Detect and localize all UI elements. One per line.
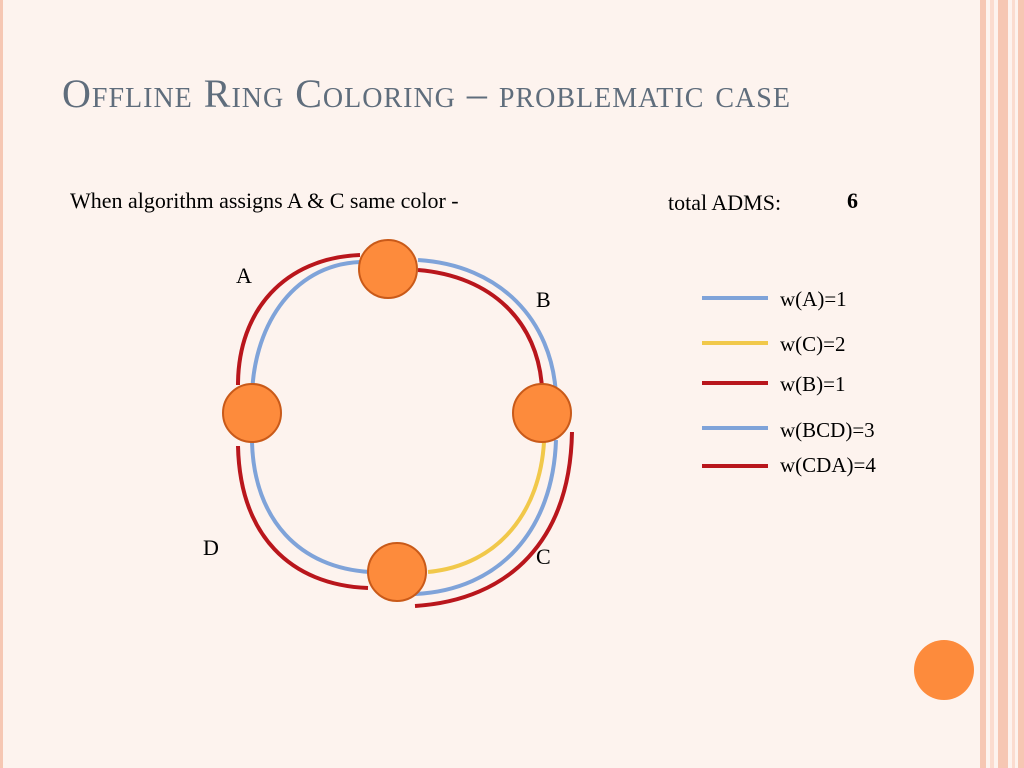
case-description: When algorithm assigns A & C same color … — [70, 188, 459, 213]
ring-node-left — [222, 383, 282, 443]
slide-title: Offline Ring Coloring – problematic case — [62, 71, 791, 116]
label-b: B — [536, 287, 551, 312]
path-bcd-blue-top — [417, 258, 558, 396]
label-c: C — [536, 544, 551, 569]
path-c-yellow — [427, 441, 546, 574]
legend-label-w-a: w(A)=1 — [780, 287, 847, 311]
path-cda-red-top — [236, 253, 361, 386]
legend: w(A)=1 w(C)=2 w(B)=1 w(BCD)=3 w(CDA)=4 — [702, 287, 876, 477]
total-adms-label: total ADMS: — [668, 190, 782, 215]
ring-node-top — [358, 239, 418, 299]
legend-label-w-b: w(B)=1 — [780, 372, 846, 396]
legend-label-w-c: w(C)=2 — [780, 332, 846, 356]
path-cda-red-right — [414, 431, 574, 608]
label-a: A — [236, 263, 252, 288]
left-border — [0, 0, 3, 768]
right-decorative-stripes — [980, 0, 1024, 768]
accent-circle — [914, 640, 974, 700]
path-bcd-blue-bottom — [250, 441, 371, 574]
legend-label-w-cda: w(CDA)=4 — [780, 453, 876, 477]
legend-label-w-bcd: w(BCD)=3 — [780, 418, 875, 442]
label-d: D — [203, 535, 219, 560]
path-cda-red-bottom — [236, 445, 369, 590]
ring-node-right — [512, 383, 572, 443]
path-bcd-blue-right — [414, 439, 558, 596]
ring-node-bottom — [367, 542, 427, 602]
path-b-red — [417, 268, 544, 389]
path-a-blue — [250, 260, 361, 401]
total-adms-value: 6 — [847, 188, 858, 213]
